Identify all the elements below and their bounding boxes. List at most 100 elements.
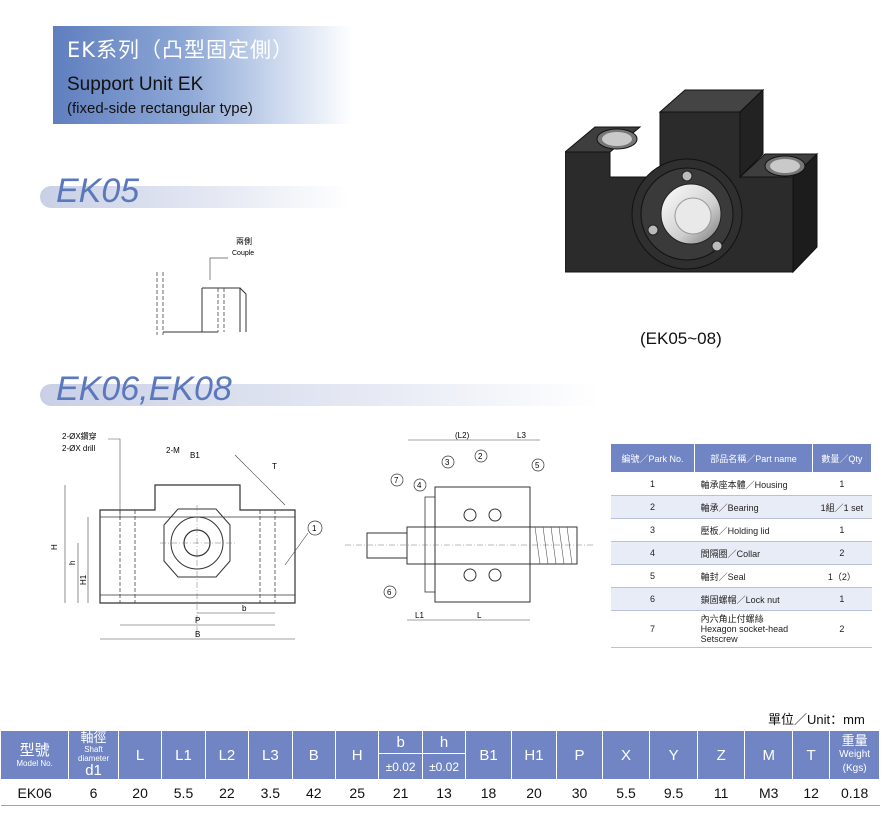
part-name: 壓板／Holding lid bbox=[694, 518, 813, 542]
part-name: 軸承／Bearing bbox=[694, 495, 813, 519]
spec-cell: 20 bbox=[511, 779, 557, 806]
front-view-drawing: 2-ØX鑽穿 2-ØX drill 2-M B1 T H h H1 b P B … bbox=[50, 431, 323, 640]
table-row: 7 內六角止付螺絲 Hexagon socket-head Setscrew 2 bbox=[610, 610, 872, 648]
b1-label: B1 bbox=[190, 451, 200, 460]
heading-bar bbox=[40, 186, 350, 208]
m-label: 2-M bbox=[166, 446, 180, 455]
heading-bar bbox=[40, 384, 600, 406]
spec-header-B: B bbox=[291, 730, 336, 780]
b-dim: b bbox=[242, 604, 247, 613]
callout-7: 7 bbox=[394, 476, 399, 485]
part-no: 3 bbox=[610, 518, 695, 542]
callout-6: 6 bbox=[387, 588, 392, 597]
product-photo bbox=[565, 88, 819, 274]
spec-header-row-2: ±0.02 ±0.02 bbox=[1, 753, 880, 780]
spec-cell: 0.18 bbox=[829, 779, 880, 806]
part-no: 4 bbox=[610, 541, 695, 565]
subtitle: (fixed-side rectangular type) bbox=[67, 100, 253, 117]
spec-cell: 42 bbox=[292, 779, 336, 806]
spec-header-shaft: 軸徑 Shaft diameter d1 bbox=[68, 730, 119, 780]
model-zh: 型號 bbox=[19, 741, 50, 759]
h-dim: h bbox=[68, 561, 77, 565]
parts-header-name: 部品名稱／Part name bbox=[694, 443, 813, 473]
spec-header-L2: L2 bbox=[204, 730, 250, 780]
spec-cell: 22 bbox=[205, 779, 249, 806]
spec-cell: M3 bbox=[744, 779, 793, 806]
shaft-en2: diameter bbox=[78, 754, 110, 763]
part-no: 5 bbox=[610, 564, 695, 588]
parts-table: 編號／Park No. 部品名稱／Part name 數量／Qty 1 軸承座本… bbox=[609, 443, 873, 648]
table-row: 1 軸承座本體／Housing 1 bbox=[610, 472, 872, 496]
part-name: 軸封／Seal bbox=[694, 564, 813, 588]
spec-cell: 11 bbox=[697, 779, 745, 806]
spec-header-T: T bbox=[791, 730, 831, 780]
spec-cell: 30 bbox=[556, 779, 603, 806]
spec-header-L: L bbox=[117, 730, 163, 780]
table-row: 4 間隔圈／Collar 2 bbox=[610, 541, 872, 565]
part-qty: 1 bbox=[812, 518, 872, 542]
shaft-sym: d1 bbox=[85, 762, 102, 779]
weight-zh: 重量 bbox=[841, 733, 868, 748]
spec-cell: 5.5 bbox=[602, 779, 650, 806]
B-dim: B bbox=[195, 630, 200, 639]
parts-header-qty: 數量／Qty bbox=[811, 443, 873, 473]
part-name-en2: Setscrew bbox=[700, 634, 738, 644]
spec-header-row: 型號 Model No. 軸徑 Shaft diameter d1 L L1 L… bbox=[0, 729, 880, 780]
part-qty: 2 bbox=[812, 610, 872, 648]
l2-dim: (L2) bbox=[455, 431, 470, 440]
spec-cell: 18 bbox=[465, 779, 512, 806]
callout-5: 5 bbox=[535, 461, 540, 470]
callout-2: 2 bbox=[478, 452, 483, 461]
spec-header-B1: B1 bbox=[465, 730, 512, 780]
table-row: EK06 6 20 5.5 22 3.5 42 25 21 13 18 20 3… bbox=[0, 779, 880, 806]
weight-en: Weight bbox=[839, 749, 871, 760]
spec-header-M: M bbox=[744, 730, 793, 780]
spec-header-Z: Z bbox=[696, 730, 746, 780]
heading-label: EK05 bbox=[56, 172, 140, 210]
part-name: 間隔圈／Collar bbox=[694, 541, 813, 565]
P-dim: P bbox=[195, 616, 200, 625]
unit-label: 單位／Unit：mm bbox=[768, 712, 865, 727]
spec-header-X: X bbox=[601, 730, 651, 780]
t-label: T bbox=[272, 462, 277, 471]
ek05-label-en: Couple bbox=[232, 250, 254, 257]
part-no: 2 bbox=[610, 495, 695, 519]
heading-label: EK06,EK08 bbox=[56, 370, 232, 408]
title-zh: EK系列（凸型固定側） bbox=[67, 38, 295, 62]
spec-header-b: b bbox=[378, 729, 423, 755]
l-dim: L bbox=[477, 611, 482, 620]
section-view-drawing: (L2) L3 7 3 2 5 4 6 L1 L bbox=[345, 431, 595, 621]
spec-cell: EK06 bbox=[0, 779, 69, 806]
spec-cell: 13 bbox=[422, 779, 466, 806]
header-banner: EK系列（凸型固定側） Support Unit EK (fixed-side … bbox=[53, 26, 353, 124]
table-row: 6 鎖固螺帽／Lock nut 1 bbox=[610, 587, 872, 611]
model-en: Model No. bbox=[16, 758, 53, 768]
spec-header-H: H bbox=[334, 730, 380, 780]
part-name-en1: Hexagon socket-head bbox=[700, 624, 789, 634]
part-no: 7 bbox=[610, 610, 695, 648]
table-row: 3 壓板／Holding lid 1 bbox=[610, 518, 872, 542]
part-qty: 1 bbox=[812, 472, 872, 496]
spec-header-H1: H1 bbox=[510, 730, 558, 780]
ek05-drawing: 兩側 Couple bbox=[156, 236, 254, 335]
callout-1: 1 bbox=[312, 524, 317, 533]
spec-cell: 6 bbox=[68, 779, 119, 806]
H1-dim: H1 bbox=[79, 574, 88, 585]
table-row: 2 軸承／Bearing 1組／1 set bbox=[610, 495, 872, 519]
spec-header-L1: L1 bbox=[161, 730, 206, 780]
H-dim: H bbox=[50, 544, 59, 550]
spec-header-b-tol: ±0.02 bbox=[378, 753, 423, 780]
spec-cell: 21 bbox=[378, 779, 423, 806]
section-heading-ek05: EK05 bbox=[40, 172, 350, 210]
photo-caption: (EK05~08) bbox=[640, 329, 722, 348]
callout-3: 3 bbox=[445, 458, 450, 467]
part-name: 內六角止付螺絲 Hexagon socket-head Setscrew bbox=[694, 610, 813, 648]
spec-header-h: h bbox=[421, 729, 467, 755]
spec-header-P: P bbox=[556, 730, 603, 780]
ek05-label-zh: 兩側 bbox=[236, 236, 252, 246]
part-qty: 1組／1 set bbox=[812, 495, 872, 519]
spec-header-weight: 重量 Weight (Kgs) bbox=[829, 730, 880, 780]
spec-cell: 5.5 bbox=[161, 779, 206, 806]
shaft-en1: Shaft bbox=[84, 745, 103, 754]
section-heading-ek0608: EK06,EK08 bbox=[40, 370, 600, 408]
